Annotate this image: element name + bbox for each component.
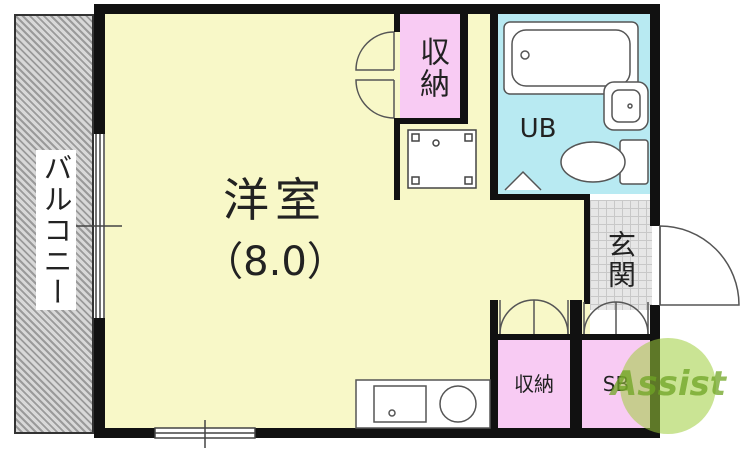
storage-bottom (498, 340, 570, 428)
bathtub (503, 21, 639, 95)
balcony-label-box (36, 150, 76, 310)
bath-door (504, 170, 542, 191)
watermark-logo (620, 338, 716, 434)
wall-bath-left (490, 14, 498, 200)
wall-bath-bottom (490, 194, 590, 200)
entrance (590, 200, 652, 310)
wall-top (94, 4, 656, 14)
wall-entrance-left (584, 194, 590, 304)
toilet (560, 139, 649, 185)
balcony-window (76, 134, 122, 318)
main-room-label: 洋室 (223, 173, 327, 227)
storage-top-label: 収納 (414, 36, 449, 100)
storage-top (400, 14, 460, 122)
wall-storage-bottom (394, 118, 468, 124)
balcony-label: バルコニー (39, 152, 73, 308)
wall-lower-divider (570, 300, 582, 438)
storage-top-door (355, 31, 395, 119)
watermark-text: Assist (611, 364, 726, 404)
bath-sink (603, 81, 649, 131)
wall-left-lower (94, 318, 105, 438)
storage-bottom-doors (499, 299, 569, 335)
shoebox-doors (583, 301, 649, 335)
washer-space (407, 129, 477, 189)
entrance-door (659, 225, 740, 306)
wall-storage-right (460, 14, 468, 124)
storage-bottom-label: 収納 (514, 372, 554, 396)
kitchen (355, 379, 491, 429)
bottom-window (154, 420, 256, 448)
wall-lower-storage-left (490, 300, 498, 438)
wall-closet-left (394, 124, 400, 200)
wall-bottom (94, 428, 656, 438)
wall-storage-left (394, 14, 400, 32)
main-room-size: （8.0） (203, 239, 347, 285)
entrance-label: 玄関 (604, 230, 637, 290)
wall-left-upper (94, 4, 105, 134)
bath-label: UB (519, 114, 557, 144)
wall-right-upper (650, 4, 660, 226)
